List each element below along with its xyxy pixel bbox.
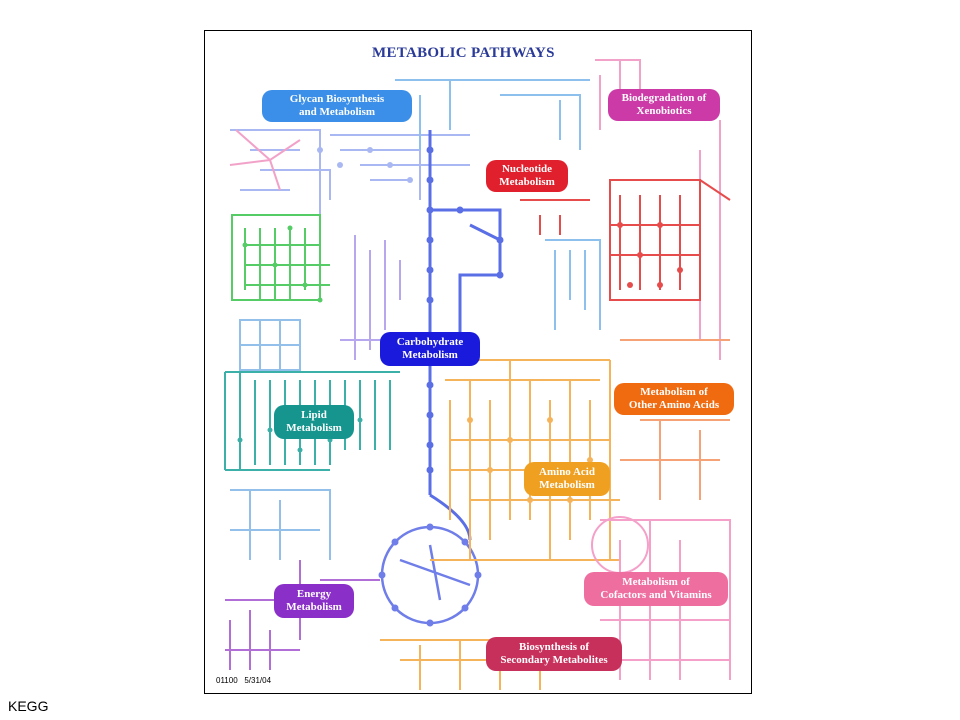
category-energy-line1: Energy [296,588,332,600]
category-glycan-line1: Glycan Biosynthesis [289,93,385,105]
glycan-pathway-lines [230,129,470,220]
category-amino-acid[interactable]: Amino Acid Metabolism [524,462,610,496]
map-identifier: 01100 5/31/04 [216,676,271,685]
category-nucleotide-line2: Metabolism [499,176,555,188]
category-lipid-line1: Lipid [301,409,327,421]
category-nucleotide[interactable]: Nucleotide Metabolism [486,160,568,192]
category-carbohydrate[interactable]: Carbohydrate Metabolism [380,332,480,366]
red-pathway-lines [520,179,731,301]
category-carbohydrate-line2: Metabolism [402,349,458,361]
category-amino-acid-line1: Amino Acid [539,466,595,478]
map-date: 5/31/04 [244,676,272,685]
category-secondary-metabolites-line2: Secondary Metabolites [500,654,608,666]
source-label: KEGG [8,698,49,714]
category-cofactors-vitamins[interactable]: Metabolism of Cofactors and Vitamins [584,572,728,606]
category-xenobiotics-line2: Xenobiotics [636,105,692,117]
category-carbohydrate-line1: Carbohydrate [396,336,464,348]
green-pathway-lines [231,214,330,301]
category-other-amino-acids[interactable]: Metabolism of Other Amino Acids [614,383,734,415]
map-id: 01100 [216,676,238,685]
category-energy-line2: Metabolism [286,601,342,613]
category-nucleotide-line1: Nucleotide [501,163,553,175]
category-lipid-line2: Metabolism [286,422,342,434]
category-cofactors-vitamins-line1: Metabolism of [622,576,690,588]
category-energy[interactable]: Energy Metabolism [274,584,354,618]
category-xenobiotics-line1: Biodegradation of [621,92,707,104]
category-amino-acid-line2: Metabolism [539,479,595,491]
category-other-amino-acids-line2: Other Amino Acids [628,399,720,411]
category-glycan[interactable]: Glycan Biosynthesis and Metabolism [262,90,412,122]
category-glycan-line2: and Metabolism [298,106,376,118]
category-cofactors-vitamins-line2: Cofactors and Vitamins [600,589,712,601]
category-lipid[interactable]: Lipid Metabolism [274,405,354,439]
page-title: METABOLIC PATHWAYS [372,45,555,61]
category-secondary-metabolites-line1: Biosynthesis of [519,641,589,653]
category-xenobiotics[interactable]: Biodegradation of Xenobiotics [608,89,720,121]
category-secondary-metabolites[interactable]: Biosynthesis of Secondary Metabolites [486,637,622,671]
category-other-amino-acids-line1: Metabolism of [640,386,708,398]
